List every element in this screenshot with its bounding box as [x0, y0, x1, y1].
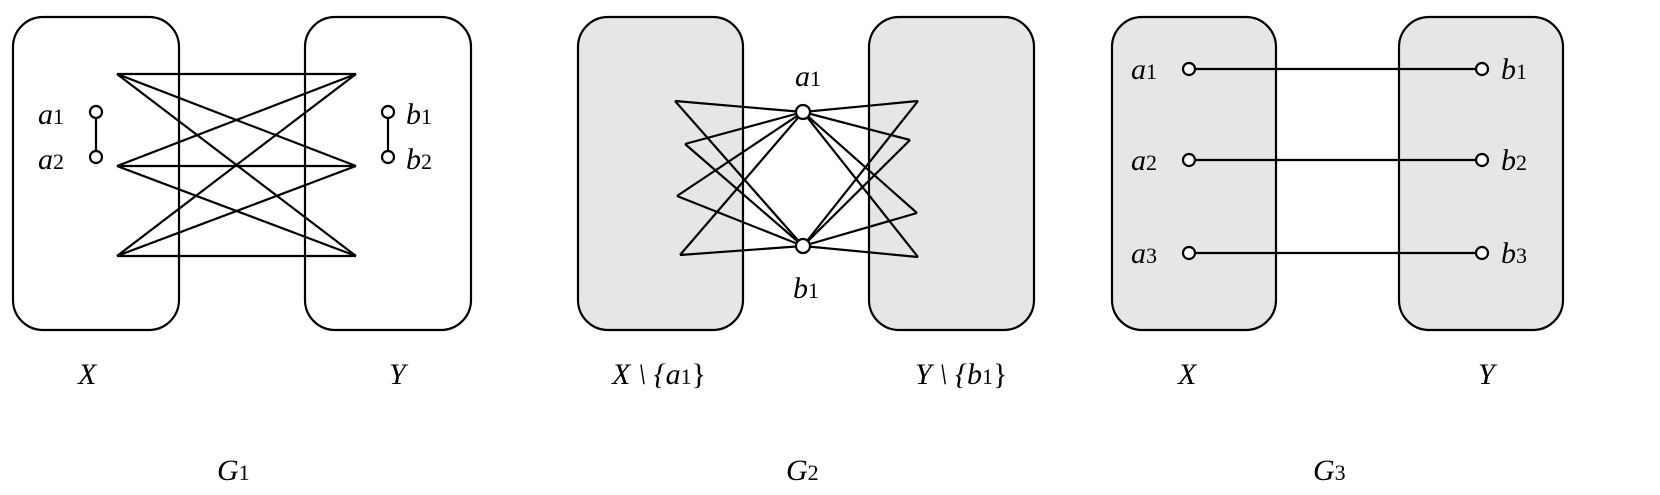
g3-vertex-b1	[1474, 61, 1490, 77]
g1-set-y-label: Y	[389, 358, 409, 391]
graph-g1	[11, 15, 473, 332]
g3-set-y-label: Y	[1478, 358, 1498, 391]
g3-set-x-region	[1110, 15, 1278, 332]
g1-vertex-a2	[88, 149, 104, 165]
g1-edges	[116, 72, 357, 258]
graph-g3	[1110, 15, 1565, 332]
g3-label-a2: a2	[1131, 144, 1157, 177]
g3-label-b3: b3	[1501, 237, 1527, 270]
g3-set-y-region	[1397, 15, 1565, 332]
g1-set-x-region	[11, 15, 181, 332]
g2-caption: G2	[786, 454, 819, 487]
graph-g2	[576, 15, 1036, 332]
g3-vertex-a3	[1181, 245, 1197, 261]
g3-vertex-a2	[1181, 152, 1197, 168]
g3-label-a1: a1	[1131, 53, 1157, 86]
g2-set-y-region	[867, 15, 1036, 332]
g3-labels: a1 a2 a3 b1 b2 b3 X Y G3	[1131, 53, 1527, 487]
g1-vertex-a1	[88, 104, 104, 120]
g2-labels: a1 b1 X \ {a1} Y \ {b1} G2	[611, 60, 1007, 487]
g1-label-a1: a1	[38, 98, 64, 131]
g3-vertex-a1	[1181, 61, 1197, 77]
g2-vertex-b1	[794, 237, 812, 255]
g2-label-b1: b1	[793, 272, 819, 305]
g3-label-b1: b1	[1501, 53, 1527, 86]
g3-label-b2: b2	[1501, 144, 1527, 177]
g1-caption: G1	[217, 454, 250, 487]
g2-set-x-label: X \ {a1}	[611, 358, 706, 391]
g1-labels: a1 a2 b1 b2 X Y G1	[38, 98, 432, 487]
g3-vertex-b2	[1474, 152, 1490, 168]
g1-label-b1: b1	[406, 98, 432, 131]
g1-vertex-b2	[380, 149, 396, 165]
g2-vertex-a1	[794, 103, 812, 121]
g1-set-y-region	[303, 15, 473, 332]
g3-label-a3: a3	[1131, 237, 1157, 270]
g2-edges	[674, 99, 919, 259]
g2-set-x-region	[576, 15, 745, 332]
g2-label-a1: a1	[795, 60, 821, 93]
g1-label-b2: b2	[406, 143, 432, 176]
g3-set-x-label: X	[1177, 358, 1198, 391]
g1-set-x-label: X	[77, 358, 98, 391]
g1-label-a2: a2	[38, 143, 64, 176]
g1-vertex-b1	[380, 104, 396, 120]
g3-vertex-b3	[1474, 245, 1490, 261]
g3-caption: G3	[1313, 454, 1346, 487]
g2-set-y-label: Y \ {b1}	[915, 358, 1007, 391]
